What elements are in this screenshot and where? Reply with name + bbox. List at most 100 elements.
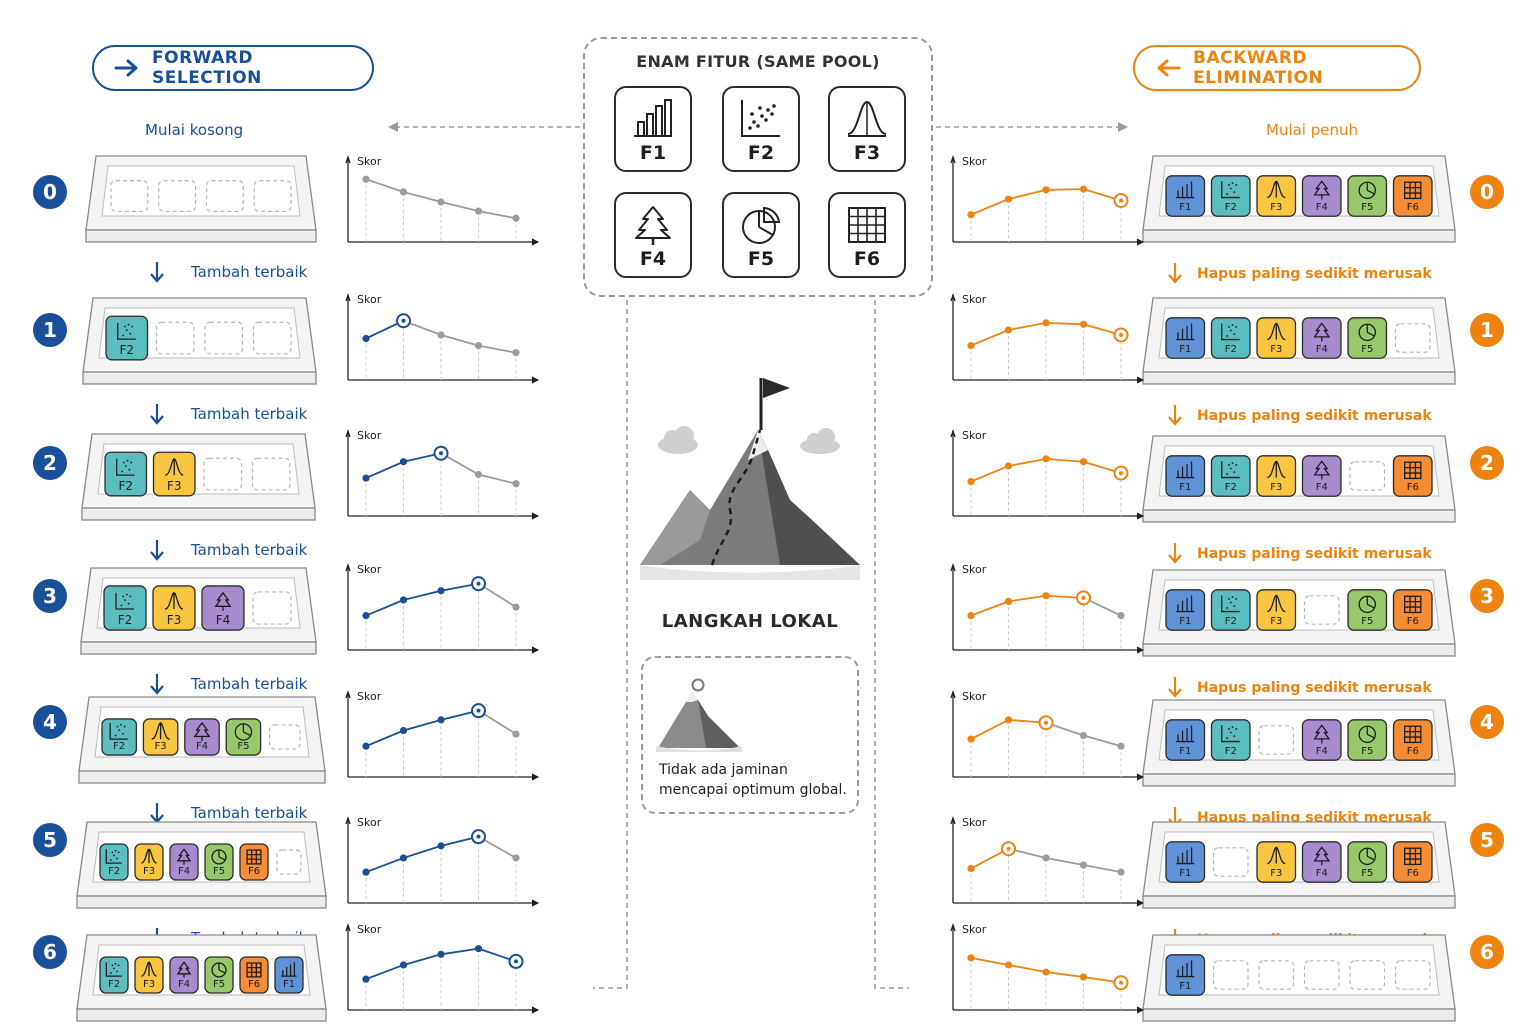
badge-number: 2 [43, 451, 57, 475]
scatter-plot-icon [117, 322, 136, 340]
empty-slot [110, 180, 149, 212]
data-point [362, 474, 370, 482]
y-axis-arrow [950, 292, 956, 302]
data-point [1117, 742, 1125, 750]
badge-circle [1470, 705, 1504, 739]
data-point [512, 854, 520, 862]
chip-box [1165, 589, 1206, 631]
pie-chart-icon [234, 723, 253, 741]
data-point [1004, 462, 1013, 470]
data-point [1042, 968, 1050, 976]
forward-step-badge: 3 [33, 579, 67, 613]
chip-label: F1 [283, 979, 295, 990]
empty-slot [276, 849, 302, 875]
pool-card-f5-label: F5 [747, 248, 775, 270]
x-axis-arrow [1136, 376, 1145, 384]
bell-curve-icon [165, 458, 184, 476]
series-line-segment [1008, 964, 1047, 973]
badge-circle [1470, 446, 1504, 480]
empty-slot [252, 591, 292, 625]
backward-step-badge: 0 [1470, 175, 1504, 209]
x-axis-arrow [1136, 238, 1145, 246]
feature-chip-f6: F6 [239, 956, 269, 994]
data-point [512, 603, 520, 611]
arrow-down-head [1168, 688, 1182, 698]
y-axis-arrow [345, 154, 351, 164]
feature-chip-f1: F1 [1165, 317, 1206, 359]
forward-step-label: Tambah terbaik [190, 541, 308, 559]
pie-chart-icon [1358, 323, 1377, 342]
backward-step-6-chart: Skor [950, 922, 1145, 1014]
data-point [362, 975, 370, 983]
badge-number: 2 [1480, 451, 1494, 475]
highlight-point-center [1119, 332, 1123, 337]
feature-chip-f1: F1 [1165, 954, 1206, 996]
chip-label: F3 [143, 866, 155, 877]
chip-label: F5 [213, 866, 225, 877]
series-line-segment [440, 947, 479, 956]
cloud-icon [658, 426, 698, 454]
highlight-point-center [1081, 595, 1086, 600]
y-axis-label: Skor [962, 690, 987, 703]
scatter-plot-icon [1221, 181, 1240, 199]
data-point [1004, 961, 1013, 969]
tray-front [1142, 509, 1456, 523]
data-point [437, 842, 445, 850]
series-line-segment [365, 729, 404, 747]
data-point [399, 458, 408, 466]
pool-card-f6-label: F6 [853, 248, 881, 270]
bell-curve-icon [1267, 594, 1286, 613]
feature-chip-f2: F2 [1210, 317, 1251, 359]
chip-label: F2 [108, 866, 120, 877]
chip-box [1165, 719, 1206, 761]
forward-step-0-chart: Skor [345, 154, 540, 246]
feature-chip-f4: F4 [169, 956, 199, 994]
feature-chip-f5: F5 [1347, 719, 1388, 761]
chip-label: F4 [1316, 482, 1328, 493]
forward-step-2-chart: Skor [345, 428, 540, 520]
chip-box [1392, 175, 1433, 217]
grid-table-icon [1404, 461, 1422, 480]
series-line-segment [403, 589, 442, 601]
data-point [1079, 458, 1088, 466]
chip-label: F1 [1179, 482, 1191, 493]
pie-chart-icon [742, 206, 781, 244]
feature-chip-f4: F4 [169, 843, 199, 881]
data-point [399, 188, 408, 196]
x-axis-arrow [531, 773, 540, 781]
series-line-segment [1045, 321, 1084, 326]
badge-number: 0 [43, 180, 57, 204]
highlight-point-center [1006, 846, 1011, 851]
bell-curve-icon [1267, 322, 1286, 341]
bell-curve-icon [164, 592, 184, 610]
tray-front [80, 641, 317, 655]
pie-chart-icon [211, 962, 227, 978]
chip-box [1165, 317, 1206, 359]
highlight-point-center [476, 834, 481, 839]
y-axis-arrow [950, 689, 956, 699]
y-axis-label: Skor [962, 816, 987, 829]
empty-slot [1303, 960, 1340, 990]
connector-left-arrowhead [388, 122, 398, 132]
feature-chip-f3: F3 [1256, 841, 1297, 883]
tray-front [1142, 895, 1456, 909]
forward-step-badge: 5 [33, 823, 67, 857]
tray-front [1142, 229, 1456, 243]
data-point [1117, 612, 1125, 620]
bar-chart-icon [1176, 323, 1195, 341]
forward-step-label: Tambah terbaik [190, 405, 308, 423]
data-point [437, 716, 445, 724]
y-axis-label: Skor [962, 429, 987, 442]
feature-chip-f2: F2 [1210, 719, 1251, 761]
feature-chip-f3: F3 [152, 451, 196, 497]
empty-slot [1349, 960, 1386, 990]
chip-label: F6 [248, 866, 260, 877]
backward-step-badge: 4 [1470, 705, 1504, 739]
series-line-segment [403, 719, 442, 732]
feature-chip-f3: F3 [1256, 589, 1297, 631]
grid-table-icon [1404, 847, 1422, 866]
chip-label: F1 [1179, 746, 1191, 757]
data-point [1079, 861, 1088, 869]
